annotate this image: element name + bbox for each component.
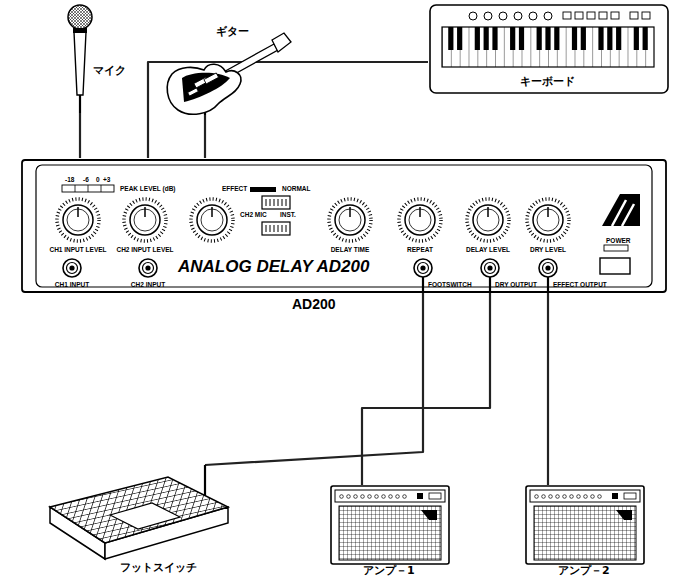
microphone	[68, 5, 92, 113]
model-label: AD200	[292, 296, 336, 312]
panel-label: CH2 INPUT	[131, 281, 165, 288]
microphone-node: マイク	[35, 3, 130, 113]
panel-label: INST.	[280, 211, 296, 218]
cable	[547, 292, 549, 485]
amplifier-node: アンプ－2	[525, 485, 645, 577]
cable	[79, 113, 81, 158]
node-label: マイク	[93, 65, 126, 78]
panel-label: DELAY LEVEL	[466, 246, 510, 253]
panel-label: FOOTSWITCH	[428, 281, 472, 288]
amplifier	[526, 486, 644, 564]
footswitch-pedal	[50, 465, 228, 559]
cable	[205, 292, 423, 465]
keyboard	[430, 5, 668, 93]
amplifier-node: アンプ－1	[330, 485, 450, 577]
panel-label: DRY OUTPUT	[495, 281, 537, 288]
panel-label: CH2 INPUT LEVEL	[116, 246, 173, 253]
panel-label: -18	[65, 176, 74, 183]
panel-label: POWER	[606, 237, 631, 244]
guitar	[167, 33, 291, 115]
panel-label: NORMAL	[282, 185, 311, 192]
panel-label: CH1 INPUT	[55, 281, 89, 288]
amplifier	[331, 486, 449, 564]
panel-label: -6	[83, 176, 89, 183]
cable	[362, 292, 490, 485]
panel-label: 0	[96, 176, 100, 183]
panel-label: PEAK LEVEL (dB)	[120, 185, 176, 192]
panel-label: EFFECT	[222, 185, 247, 192]
panel-label: DRY LEVEL	[530, 246, 566, 253]
cable	[204, 115, 206, 158]
delay-unit-node: ANALOG DELAY AD200AD200	[30, 158, 666, 292]
node-label: アンプ－2	[558, 565, 610, 578]
node-label: フットスイッチ	[120, 562, 197, 575]
keyboard-node: キーボード	[428, 3, 670, 99]
panel-label: DELAY TIME	[331, 246, 370, 253]
panel-label: REPEAT	[407, 246, 433, 253]
node-label: ANALOG DELAY AD200	[178, 257, 369, 277]
panel-label: EFFECT OUTPUT	[553, 281, 607, 288]
guitar-node: ギター	[160, 22, 290, 115]
delay-unit	[22, 160, 666, 292]
panel-label: CH1 INPUT LEVEL	[49, 246, 106, 253]
node-label: アンプ－1	[363, 565, 415, 578]
footswitch-node: フットスイッチ	[40, 465, 240, 577]
node-label: ギター	[216, 26, 249, 39]
panel-label: CH2 MIC	[240, 211, 267, 218]
node-label: キーボード	[520, 76, 575, 89]
cable	[148, 62, 428, 158]
panel-label: +3	[103, 176, 110, 183]
